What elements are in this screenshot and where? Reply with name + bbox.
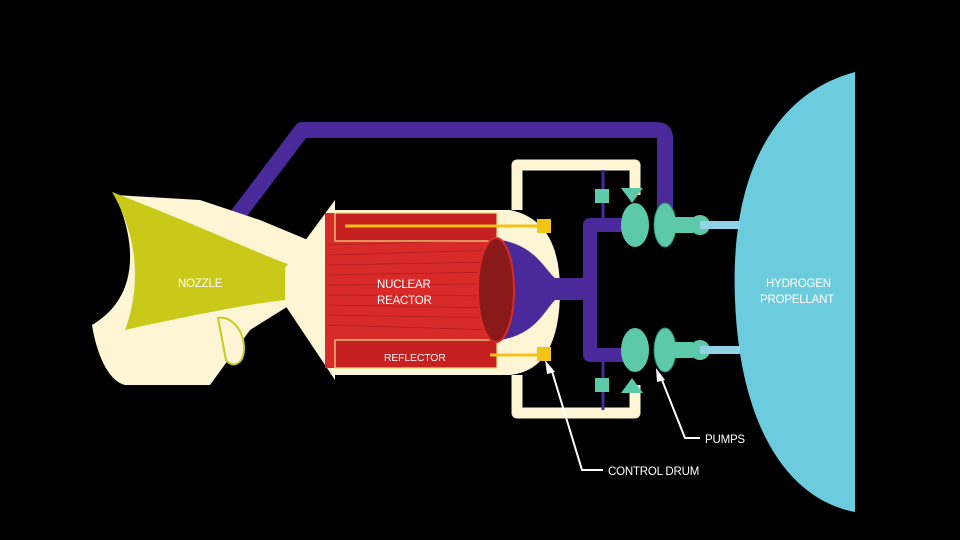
reactor-end-face	[477, 237, 515, 343]
reactor-inlet-dome	[500, 240, 585, 340]
valve-top-triangle	[621, 188, 643, 203]
nozzle-throat	[285, 200, 335, 380]
control-drum-top	[537, 219, 551, 233]
pump-bottom	[621, 327, 740, 373]
reflector-label: REFLECTOR	[384, 352, 446, 364]
nozzle-inlet	[216, 316, 246, 366]
cream-loop-top	[511, 159, 641, 210]
control-drum-arrowhead	[545, 360, 555, 374]
nozzle-label: NOZZLE	[178, 278, 223, 290]
pumps-arrow	[659, 374, 700, 439]
purple-manifold	[560, 218, 640, 362]
valve-bottom-triangle	[621, 378, 643, 393]
pumps-label: PUMPS	[705, 434, 745, 446]
reflector-band	[334, 339, 498, 369]
valve-top-square	[595, 189, 609, 203]
reactor-label-line1: NUCLEAR	[377, 279, 431, 291]
pumps-arrowhead	[656, 368, 665, 382]
control-drum-label: CONTROL DRUM	[608, 466, 699, 478]
propellant-tank	[734, 72, 855, 512]
feed-line-upper	[218, 122, 673, 237]
valve-bottom-square	[595, 378, 609, 392]
propellant-label-line1: HYDROGEN	[766, 278, 831, 290]
reactor-label-line2: REACTOR	[377, 295, 432, 307]
propellant-label-line2: PROPELLANT	[760, 294, 834, 306]
control-drum-arrow	[550, 367, 603, 471]
cream-loop-bottom	[511, 375, 641, 419]
pump-top	[621, 202, 740, 248]
control-drum-bottom	[537, 347, 551, 361]
nozzle	[112, 192, 290, 330]
reactor-lines	[327, 239, 496, 331]
